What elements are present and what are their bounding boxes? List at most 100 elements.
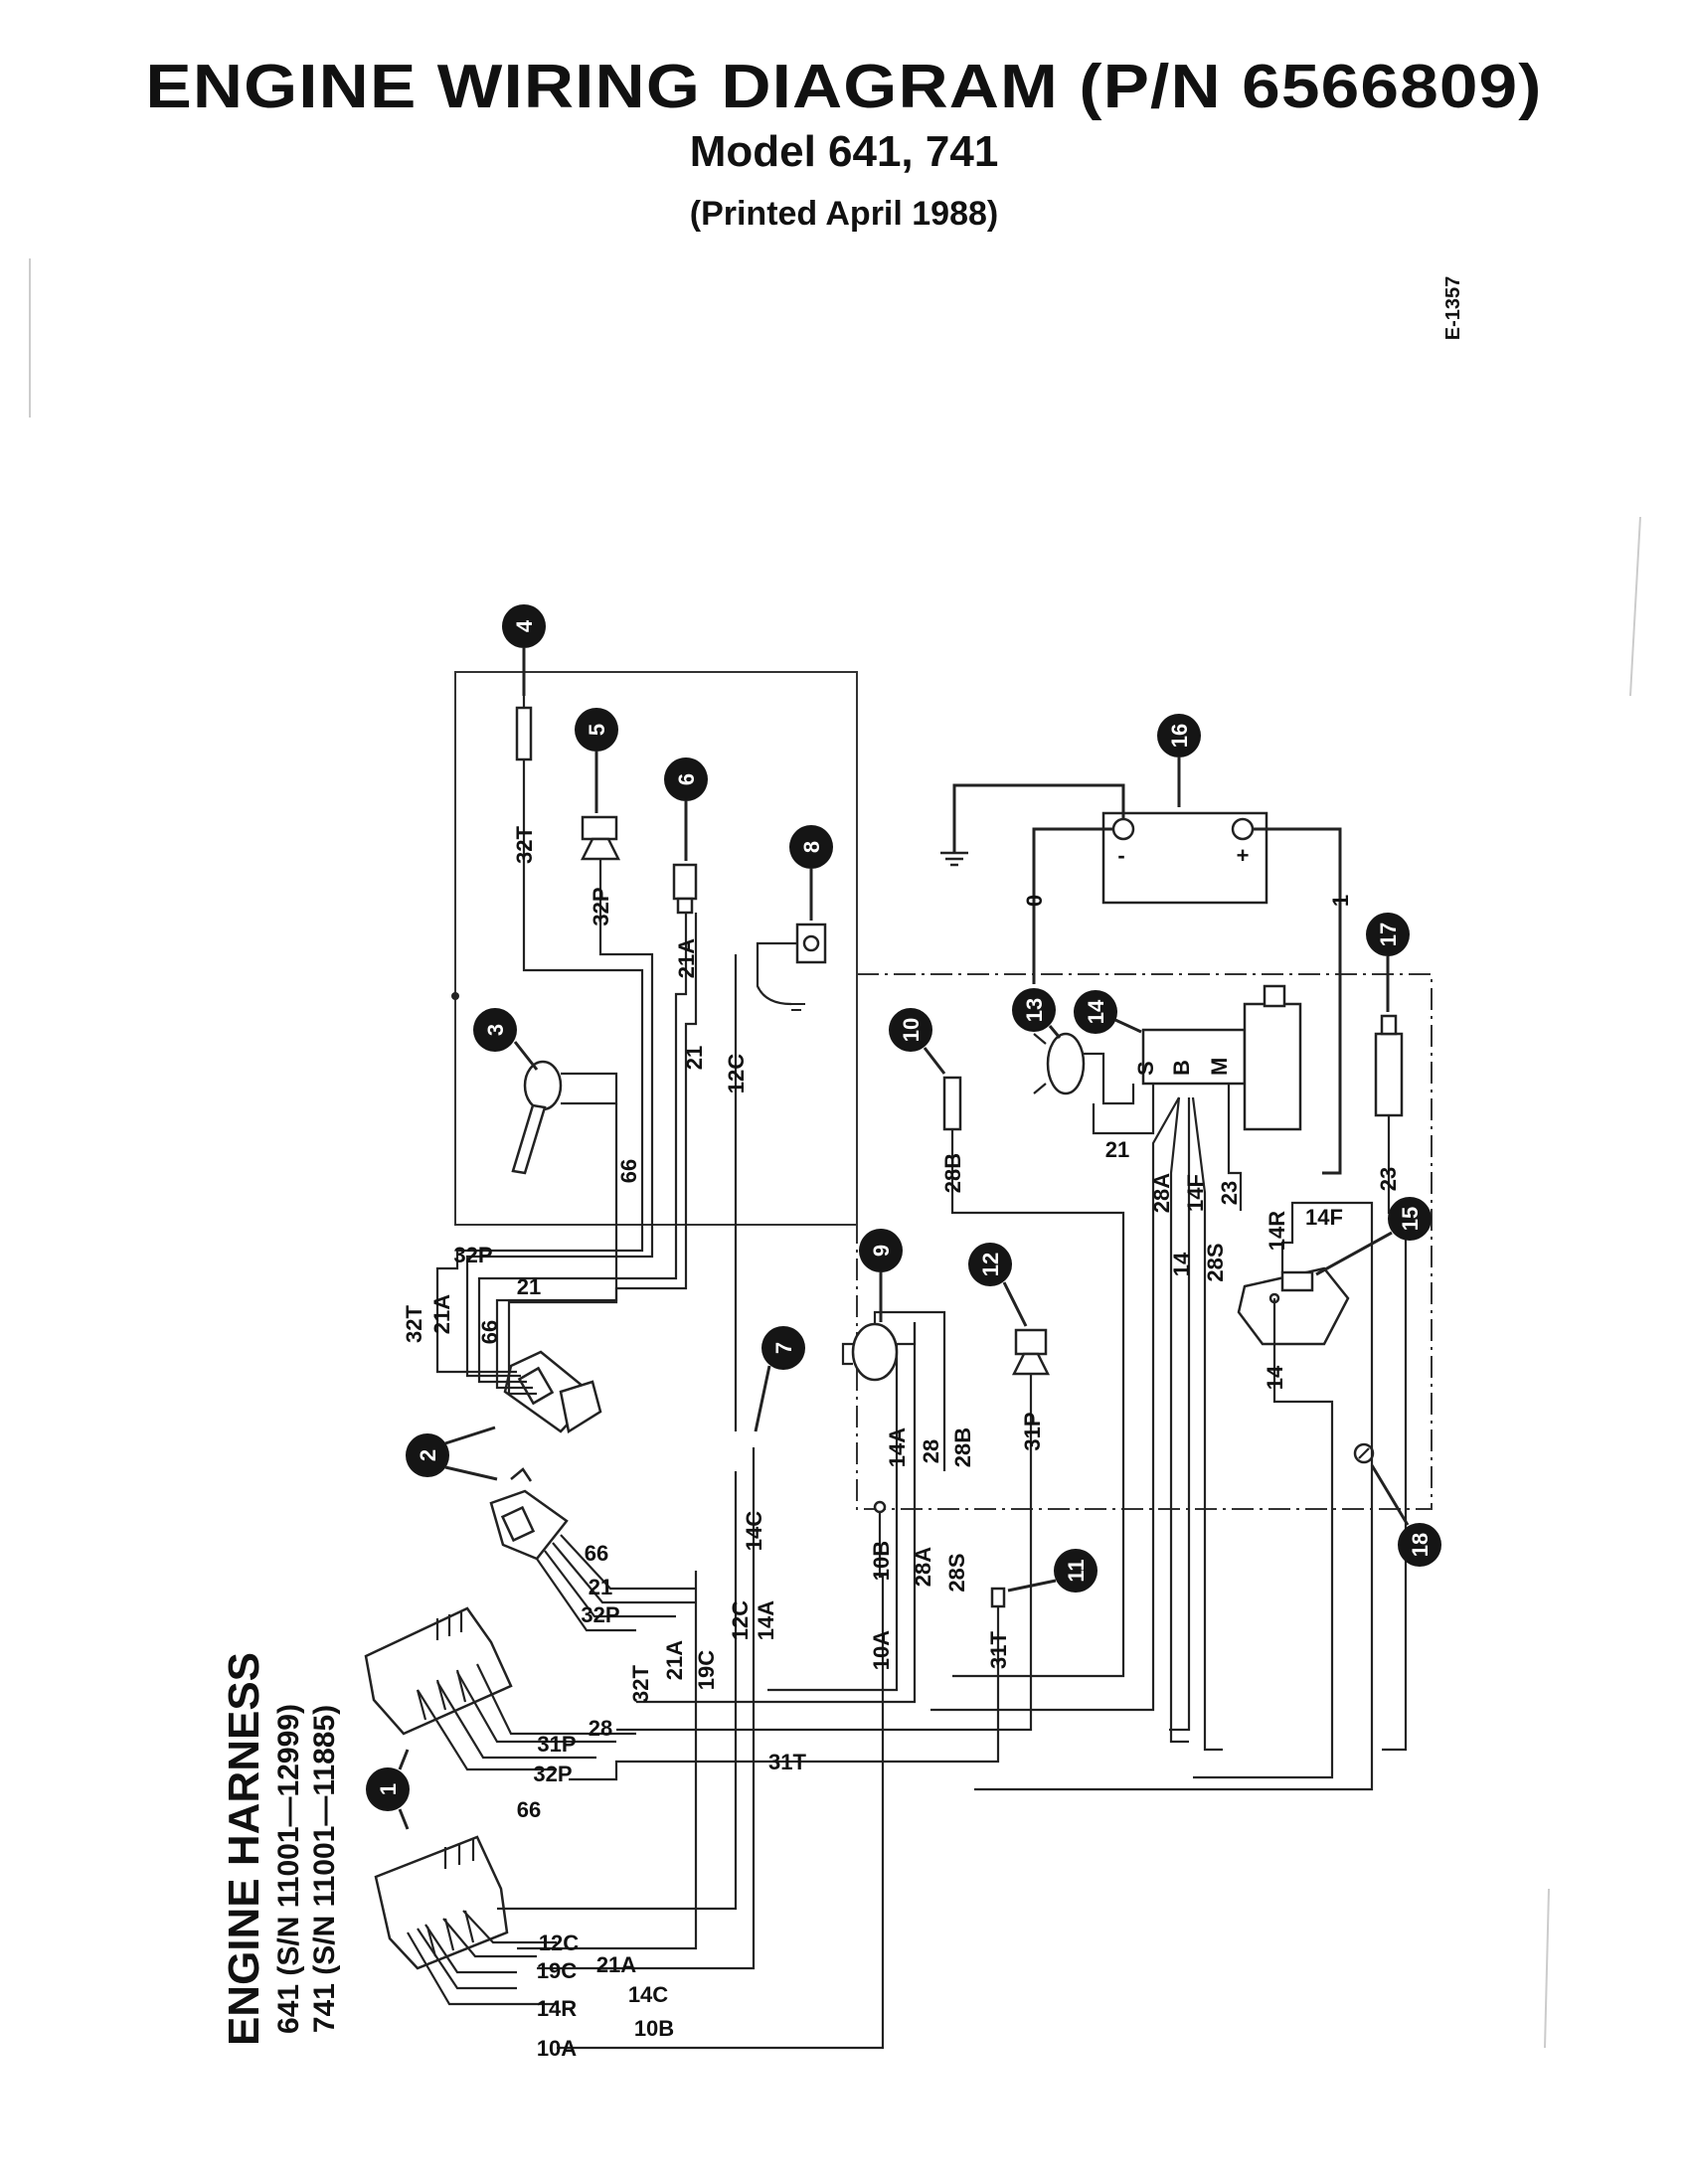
harness-title: ENGINE HARNESS (220, 1652, 268, 2046)
ignition-switch (511, 1060, 618, 1175)
fuel-sender (990, 1587, 1006, 1630)
callout-12: 12 (968, 1243, 1028, 1327)
label-12C-a: 12C (724, 1054, 749, 1093)
label-14C-b: 14C (628, 1982, 668, 2007)
callout-2: 2 (406, 1426, 498, 1481)
label-19C-b: 19C (537, 1958, 577, 1983)
terminal-b: B (1169, 1060, 1194, 1076)
label-28B-a: 28B (940, 1153, 965, 1193)
svg-text:1: 1 (376, 1783, 401, 1795)
label-32T-a: 32T (512, 825, 537, 863)
wire-14-regulator (1193, 1298, 1334, 1779)
callout-6: 6 (664, 757, 708, 861)
label-32P-b: 32P (453, 1243, 492, 1267)
callout-3: 3 (473, 1008, 539, 1071)
wire-10B (557, 1511, 885, 2050)
label-28A-b: 28A (911, 1547, 935, 1587)
label-66-d: 66 (517, 1797, 541, 1822)
label-31T-a: 31T (986, 1630, 1011, 1668)
label-0: 0 (1022, 895, 1047, 907)
wire-labels: 32T 32P 21A 21 12C 66 32P 21 32T 21A 66 … (402, 825, 1401, 2061)
label-66-a: 66 (616, 1159, 641, 1183)
model-subtitle: Model 641, 741 (689, 127, 999, 176)
svg-text:15: 15 (1398, 1207, 1423, 1231)
label-14-a: 14 (1169, 1252, 1194, 1276)
wire-28B (950, 1163, 1125, 1678)
label-66-b: 66 (477, 1320, 502, 1344)
svg-text:6: 6 (674, 773, 699, 785)
wire-14R (974, 1201, 1374, 1791)
fuel-solenoid-coil (756, 923, 827, 1006)
svg-text:2: 2 (416, 1449, 440, 1461)
oil-pressure-switch (1011, 1328, 1051, 1392)
label-28B-b: 28B (950, 1428, 975, 1467)
label-28-b: 28 (589, 1716, 612, 1741)
label-21-c: 21 (1105, 1137, 1129, 1162)
svg-text:10: 10 (899, 1018, 924, 1042)
label-31P-b: 31P (537, 1732, 576, 1757)
label-31P-a: 31P (1020, 1412, 1045, 1450)
svg-text:9: 9 (869, 1245, 894, 1257)
callout-4: 4 (502, 604, 546, 696)
callout-14: 14 (1074, 990, 1142, 1034)
label-32P-c: 32P (581, 1602, 619, 1627)
battery-positive-cable (1253, 827, 1342, 1175)
figure-code: E-1357 (1442, 276, 1464, 341)
svg-text:17: 17 (1376, 923, 1401, 946)
upper-panel-frame (454, 671, 858, 1226)
label-21A-a: 21A (674, 938, 699, 978)
label-32P-a: 32P (589, 887, 613, 925)
starter-solenoid: S B M (1133, 984, 1302, 1131)
label-14A-b: 14A (754, 1600, 778, 1640)
diode (1353, 1442, 1375, 1464)
connector-lower (489, 1467, 569, 1561)
wire-12C-lower (497, 1471, 738, 1911)
svg-text:12: 12 (978, 1253, 1003, 1276)
label-66-c: 66 (585, 1541, 608, 1566)
svg-text:13: 13 (1022, 998, 1047, 1022)
harness-branch-lower (407, 1910, 557, 2006)
label-12C-c: 12C (539, 1931, 579, 1955)
callout-9: 9 (859, 1229, 903, 1322)
label-31T-b: 31T (768, 1750, 806, 1774)
label-28-a: 28 (919, 1439, 943, 1463)
label-32T-b: 32T (402, 1304, 426, 1342)
harness-branch-upper (417, 1663, 636, 1771)
ground-symbol-coil (787, 1003, 805, 1011)
svg-text:11: 11 (1064, 1559, 1089, 1582)
label-14F-a: 14F (1183, 1174, 1208, 1212)
svg-text:4: 4 (512, 619, 537, 632)
battery: - + (1101, 811, 1268, 905)
harness-serial-741: 741 (S/N 11001—11885) (308, 1705, 341, 2033)
battery-ground-cable (952, 783, 1125, 853)
callout-11: 11 (1007, 1549, 1097, 1593)
wire-14C (537, 1447, 756, 1970)
label-12C-b: 12C (728, 1600, 753, 1640)
wire-14F (1169, 1097, 1191, 1732)
callout-7: 7 (754, 1326, 805, 1432)
wire-19C (517, 1571, 698, 1950)
rectifier (1374, 1014, 1404, 1153)
callout-17: 17 (1366, 913, 1410, 1012)
ground-symbol (940, 851, 968, 867)
svg-text:5: 5 (585, 724, 609, 736)
wire-32P (465, 875, 654, 1378)
callout-13: 13 (1012, 988, 1062, 1039)
svg-text:16: 16 (1167, 724, 1192, 748)
callout-5: 5 (575, 708, 618, 813)
svg-text:18: 18 (1408, 1533, 1433, 1557)
label-14A-a: 14A (885, 1428, 910, 1467)
wire-28 (636, 1322, 917, 1704)
label-28A-a: 28A (1149, 1173, 1174, 1213)
wire-junction (451, 992, 459, 1000)
wire-66 (507, 1103, 618, 1396)
label-23-a: 23 (1376, 1167, 1401, 1191)
label-23-b: 23 (1217, 1181, 1242, 1205)
callout-10: 10 (889, 1008, 946, 1075)
svg-text:3: 3 (483, 1024, 508, 1036)
voltage-regulator (1237, 1266, 1350, 1346)
spark-plug-sensor (515, 696, 533, 795)
ground-post (873, 1500, 887, 1514)
callout-16: 16 (1157, 714, 1201, 807)
